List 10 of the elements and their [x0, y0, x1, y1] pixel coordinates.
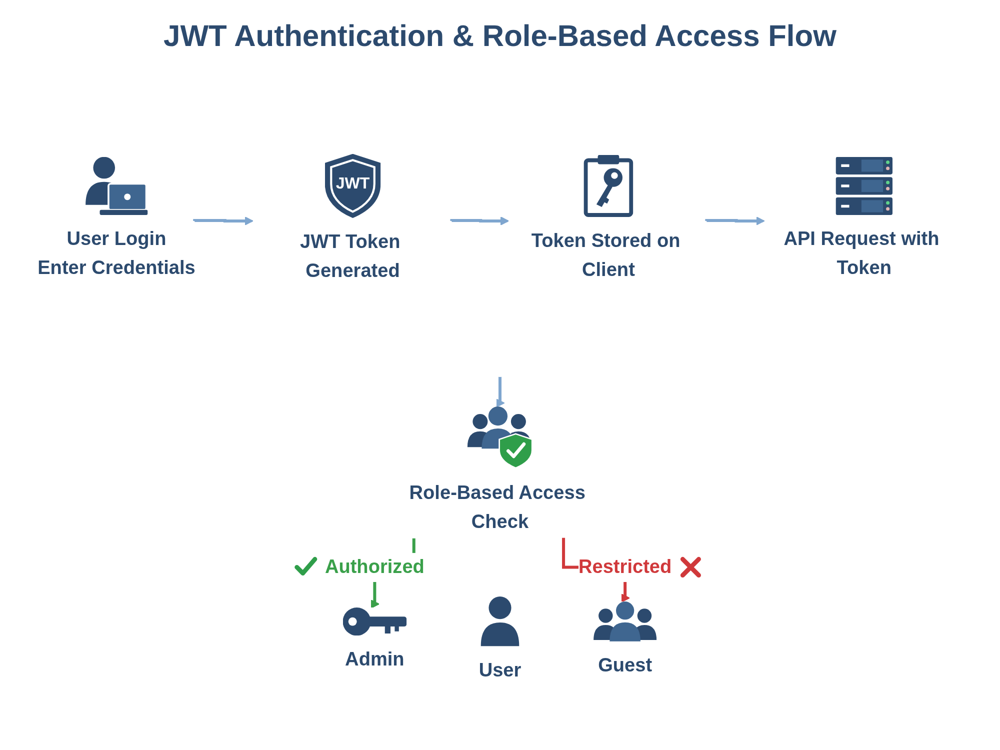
arrow [450, 216, 510, 226]
arrow [193, 216, 254, 226]
shield-label: JWT [336, 174, 370, 192]
edge-label: Restricted [578, 556, 672, 577]
title: JWT Authentication & Role-Based Access Flow [164, 20, 836, 54]
edge-label: Authorized [324, 556, 424, 577]
arrow [705, 216, 765, 226]
node-label: User [478, 660, 522, 681]
arrow [496, 376, 505, 408]
node-text: Guest [598, 654, 652, 676]
